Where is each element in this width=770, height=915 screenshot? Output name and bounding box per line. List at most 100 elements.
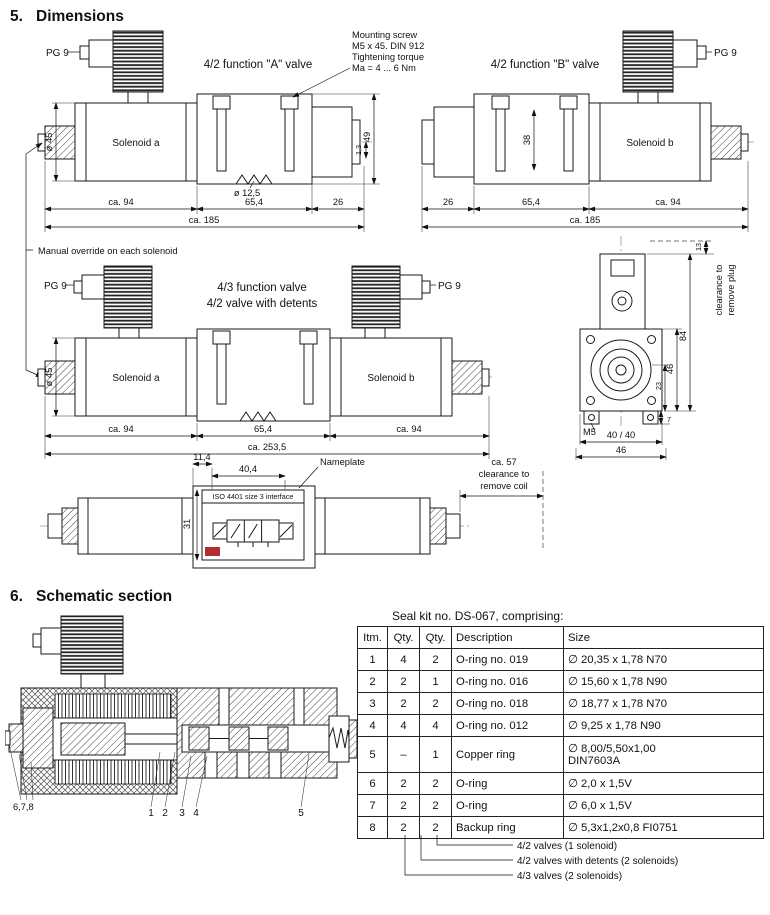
- cell-description: O-ring: [451, 794, 564, 817]
- valve-b-title: 4/2 function "B" valve: [491, 59, 600, 71]
- section-6-heading: 6.Schematic section: [10, 588, 172, 606]
- dim-654-43: 65,4: [254, 424, 272, 434]
- cell-qty1: 2: [387, 794, 420, 817]
- cell-qty2: 1: [419, 670, 452, 693]
- cell-size: ∅ 20,35 x 1,78 N70: [563, 648, 764, 671]
- solenoid-a-body: [74, 102, 198, 182]
- solenoid-b-top: [314, 497, 431, 555]
- valve-b-drawing: PG 9 Solenoid b 4/2 function "B" valve 3…: [421, 30, 754, 232]
- cell-qty1: 2: [387, 670, 420, 693]
- dim-40-40: 40 / 40: [607, 430, 635, 440]
- cell-size: ∅ 2,0 x 1,5V: [563, 772, 764, 795]
- return-spring: [328, 726, 350, 749]
- mounting-note-line4: Ma = 4 ... 6 Nm: [352, 63, 416, 73]
- part-label-4: 4: [193, 808, 199, 819]
- din-connector-right: [351, 265, 401, 329]
- dim-654-a: 65,4: [245, 197, 263, 207]
- legend-42-1sol: 4/2 valves (1 solenoid): [517, 841, 617, 852]
- cell-description: O-ring no. 016: [451, 670, 564, 693]
- end-plug: [22, 707, 54, 769]
- part-label-2: 2: [162, 808, 168, 819]
- dim-ca185-a: ca. 185: [189, 215, 220, 225]
- col-header-qty2: Qty.: [419, 626, 452, 649]
- table-row: 7 2 2 O-ring ∅ 6,0 x 1,5V: [357, 794, 764, 817]
- adjustment-screw: [8, 723, 24, 753]
- cell-qty2: 2: [419, 772, 452, 795]
- schematic-cutaway: [5, 615, 357, 795]
- top-view-drawing: ISO 4401 size 3 interface 11,4 40,4 Name…: [40, 452, 544, 569]
- seal-kit-table: Itm. Qty. Qty. Description Size 1 4 2 O-…: [357, 626, 764, 839]
- cell-description: O-ring no. 019: [451, 648, 564, 671]
- din-connector-left: [103, 265, 153, 329]
- cell-description: Copper ring: [451, 736, 564, 773]
- table-row: 1 4 2 O-ring no. 019 ∅ 20,35 x 1,78 N70: [357, 648, 764, 671]
- mounting-screw: [491, 95, 510, 110]
- mounting-note-line1: Mounting screw: [352, 30, 417, 40]
- coil-winding-top: [54, 693, 172, 719]
- solenoid-b-body: [588, 102, 712, 182]
- section-6-title: Schematic section: [36, 588, 173, 605]
- solenoid-b-label-43: Solenoid b: [367, 373, 415, 384]
- dim-23: 23: [654, 382, 663, 390]
- dim-38: 38: [522, 135, 532, 145]
- legend-42-detents: 4/2 valves with detents (2 solenoids): [517, 856, 678, 867]
- din-connector-section: [60, 615, 124, 675]
- mounting-note-line2: M5 x 45. DIN 912: [352, 41, 424, 51]
- seal-kit-title: Seal kit no. DS-067, comprising:: [392, 609, 564, 623]
- dim-84: 84: [678, 331, 688, 341]
- mounting-note-line3: Tightening torque: [352, 52, 424, 62]
- section-5-heading: 5.Dimensions: [10, 8, 124, 26]
- cable-gland-a: [79, 45, 90, 60]
- cell-qty1: 2: [387, 692, 420, 715]
- cell-qty1: 4: [387, 714, 420, 737]
- qty-column-legend: 4/2 valves (1 solenoid) 4/2 valves with …: [404, 835, 678, 882]
- pg9-label-b: PG 9: [714, 48, 737, 59]
- col-header-description: Description: [451, 626, 564, 649]
- dim-dia45-a: ø 45: [44, 133, 54, 152]
- valve-a-title: 4/2 function "A" valve: [204, 59, 313, 71]
- mounting-screw: [212, 330, 231, 345]
- nameplate-label: Nameplate: [320, 457, 365, 467]
- size-line1: ∅ 8,00/5,50x1,00: [568, 743, 656, 755]
- dim-31: 31: [182, 519, 192, 529]
- dim-114: 11,4: [193, 452, 210, 462]
- valve-a-drawing: PG 9 Solenoid a 4/2 function "A" valve M…: [37, 30, 424, 232]
- pg9-label-right: PG 9: [438, 281, 461, 292]
- cell-description: O-ring no. 012: [451, 714, 564, 737]
- section-5-title: Dimensions: [36, 8, 124, 25]
- dim-404: 40,4: [239, 464, 257, 474]
- cell-qty2: 2: [419, 692, 452, 715]
- manual-override-knob: [429, 507, 447, 545]
- solenoid-a-label-43: Solenoid a: [112, 373, 160, 384]
- manual-override-knob: [61, 507, 79, 545]
- table-row: 6 2 2 O-ring ∅ 2,0 x 1,5V: [357, 772, 764, 795]
- spool-land: [267, 726, 289, 751]
- cell-itm: 5: [357, 736, 388, 773]
- cell-size: ∅ 6,0 x 1,5V: [563, 794, 764, 817]
- dim-13mm: 1,3: [354, 145, 363, 155]
- spool-land: [188, 726, 210, 751]
- clearance-coil-line2: remove coil: [480, 481, 528, 491]
- part-label-5: 5: [298, 808, 304, 819]
- din-connector-a: [112, 30, 164, 93]
- cell-itm: 1: [357, 648, 388, 671]
- clearance-plug-line1: clearance to: [714, 265, 724, 316]
- manual-override-knob: [44, 360, 76, 395]
- solenoid-b-body-43: [329, 337, 453, 417]
- valve-43-drawing: PG 9 PG 9 4/3 function valve 4/2 valve w…: [37, 265, 492, 459]
- cell-qty2: 2: [419, 648, 452, 671]
- solenoid-b-label: Solenoid b: [626, 138, 674, 149]
- schematic-section-drawing: 6,7,8 1 2 3 4 5: [5, 615, 357, 819]
- manual-override-knob: [44, 125, 76, 160]
- legend-43-2sol: 4/3 valves (2 solenoids): [517, 871, 622, 882]
- iso-interface-label: ISO 4401 size 3 interface: [213, 492, 294, 501]
- cell-description: O-ring: [451, 772, 564, 795]
- mounting-screw: [212, 95, 231, 110]
- table-row: 3 2 2 O-ring no. 018 ∅ 18,77 x 1,78 N70: [357, 692, 764, 715]
- dim-7: 7: [667, 415, 671, 424]
- dim-ca94-right: ca. 94: [396, 424, 421, 434]
- dim-49: 49: [362, 132, 372, 142]
- solenoid-a-top: [77, 497, 194, 555]
- cell-description: O-ring no. 018: [451, 692, 564, 715]
